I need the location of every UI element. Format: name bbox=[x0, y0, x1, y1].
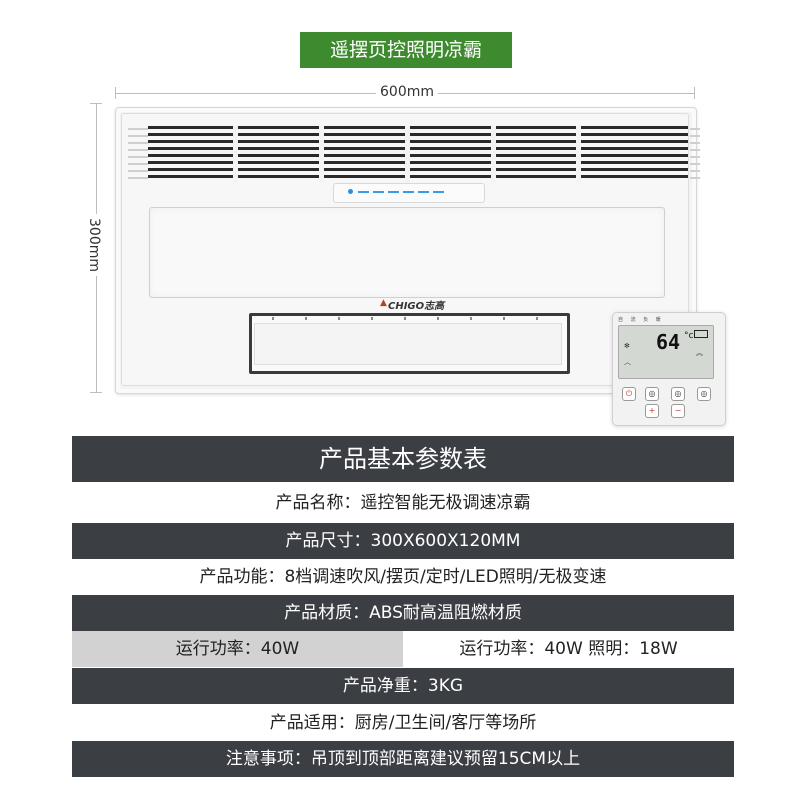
remote-swing-icon: ◎ bbox=[671, 387, 685, 401]
remote-battery-icon bbox=[694, 330, 708, 338]
remote-light-icon: ◎ bbox=[697, 387, 711, 401]
led-indicator-dot bbox=[348, 189, 353, 194]
spec-row-power-right: 运行功率：40W 照明：18W bbox=[403, 631, 734, 667]
led-indicator-dash bbox=[403, 191, 414, 193]
brand-logo: CHIGO志高 bbox=[388, 301, 445, 312]
led-light-panel bbox=[149, 207, 665, 298]
spec-row-usage: 产品适用：厨房/卫生间/客厅等场所 bbox=[72, 705, 734, 741]
spec-row-function: 产品功能：8档调速吹风/摆页/定时/LED照明/无极变速 bbox=[72, 559, 734, 595]
led-indicator-dash bbox=[388, 191, 399, 193]
louver-tick bbox=[503, 317, 505, 320]
remote-mode-labels: 自 流 负 暖 bbox=[618, 317, 664, 323]
led-indicator-dash bbox=[358, 191, 369, 193]
led-indicator-dash bbox=[373, 191, 384, 193]
remote-speed-icon: ◎ bbox=[645, 387, 659, 401]
grille-fine-lines-right bbox=[690, 128, 700, 180]
height-dimension-label: 300mm bbox=[86, 214, 102, 276]
louver-tick bbox=[536, 317, 538, 320]
remote-power-icon: ⏻ bbox=[622, 387, 636, 401]
louver-tick bbox=[305, 317, 307, 320]
remote-temperature-unit: °c bbox=[684, 331, 694, 341]
width-dimension-tick-left bbox=[115, 87, 116, 99]
led-indicator-strip bbox=[333, 183, 485, 203]
led-indicator-dash bbox=[433, 191, 444, 193]
air-intake-grille bbox=[148, 126, 688, 183]
louver-tick bbox=[437, 317, 439, 320]
height-dimension-tick-top bbox=[90, 103, 102, 104]
height-dimension-tick-bottom bbox=[90, 392, 102, 393]
width-dimension-label: 600mm bbox=[376, 84, 438, 100]
louver-tick bbox=[338, 317, 340, 320]
remote-plus-icon: + bbox=[645, 404, 659, 418]
grille-fine-lines-left bbox=[128, 128, 148, 180]
louver-tick bbox=[371, 317, 373, 320]
remote-minus-icon: − bbox=[671, 404, 685, 418]
spec-row-material: 产品材质：ABS耐高温阻燃材质 bbox=[72, 595, 734, 631]
remote-lcd-screen bbox=[618, 325, 714, 379]
title-badge: 遥摆页控照明凉霸 bbox=[300, 32, 512, 68]
remote-temperature: 64 bbox=[656, 330, 681, 354]
remote-up-icon: ︿ bbox=[624, 358, 631, 366]
spec-row-power-left: 运行功率：40W bbox=[72, 631, 403, 667]
spec-row-size: 产品尺寸：300X600X120MM bbox=[72, 523, 734, 559]
spec-row-notice: 注意事项：吊顶到顶部距离建议预留15CM以上 bbox=[72, 741, 734, 777]
remote-level-icon: ︽ bbox=[696, 349, 703, 357]
spec-row-weight: 产品净重：3KG bbox=[72, 668, 734, 704]
air-outlet-inner bbox=[254, 323, 562, 365]
spec-row-name: 产品名称：遥控智能无极调速凉霸 bbox=[72, 485, 734, 521]
width-dimension-tick-right bbox=[694, 87, 695, 99]
louver-tick bbox=[470, 317, 472, 320]
louver-tick bbox=[404, 317, 406, 320]
remote-fan-icon: ✻ bbox=[624, 342, 630, 350]
led-indicator-dash bbox=[418, 191, 429, 193]
louver-tick bbox=[272, 317, 274, 320]
brand-logo-icon: ▲ bbox=[380, 298, 387, 308]
grille-ribs bbox=[148, 126, 688, 183]
spec-table-header: 产品基本参数表 bbox=[72, 436, 734, 482]
